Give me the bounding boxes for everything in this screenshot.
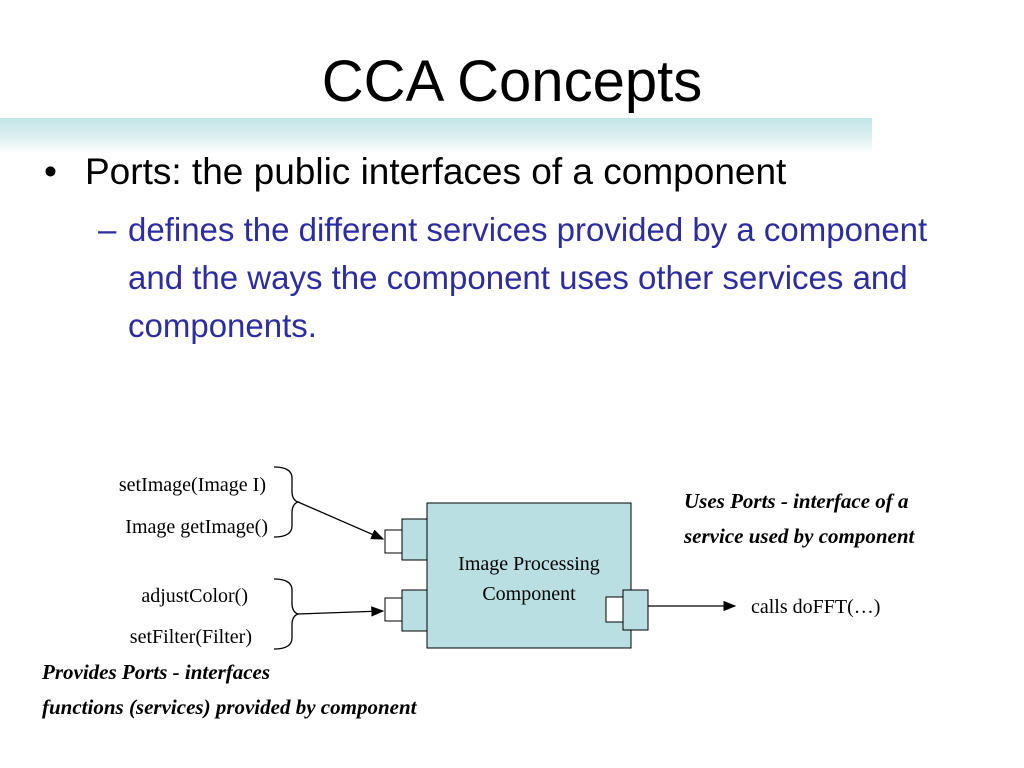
brace-bottom-icon — [273, 578, 301, 650]
uses-caption-line1: Uses Ports - interface of a — [684, 489, 909, 513]
uses-call-label: calls doFFT(…) — [751, 596, 880, 618]
method-label-get-image: Image getImage() — [125, 516, 268, 538]
method-label-adjust-color: adjustColor() — [141, 585, 248, 607]
brace-top-icon — [273, 466, 301, 538]
provides-top-arrow — [297, 501, 385, 540]
method-label-set-image: setImage(Image I) — [119, 474, 266, 496]
uses-caption-line2: service used by component — [683, 524, 916, 548]
component-label-line2: Component — [482, 583, 576, 605]
sub-bullet-text: defines the different services provided … — [128, 211, 928, 344]
sub-bullet-dash: – — [98, 211, 117, 248]
uses-port-icon — [605, 589, 649, 631]
method-label-set-filter: setFilter(Filter) — [130, 626, 252, 648]
main-bullet-text: Ports: the public interfaces of a compon… — [85, 151, 787, 192]
provides-port-bottom-icon — [384, 589, 428, 632]
provides-caption-line2: functions (services) provided by compone… — [42, 695, 418, 719]
provides-bottom-arrow — [297, 606, 385, 617]
title-accent-band — [0, 118, 872, 154]
provides-caption-line1: Provides Ports - interfaces — [41, 660, 270, 684]
provides-port-top-icon — [384, 518, 428, 561]
bullet-glyph: • — [44, 151, 57, 192]
slide-title: CCA Concepts — [321, 49, 703, 114]
component-box — [426, 502, 632, 649]
component-label-line1: Image Processing — [458, 553, 600, 575]
